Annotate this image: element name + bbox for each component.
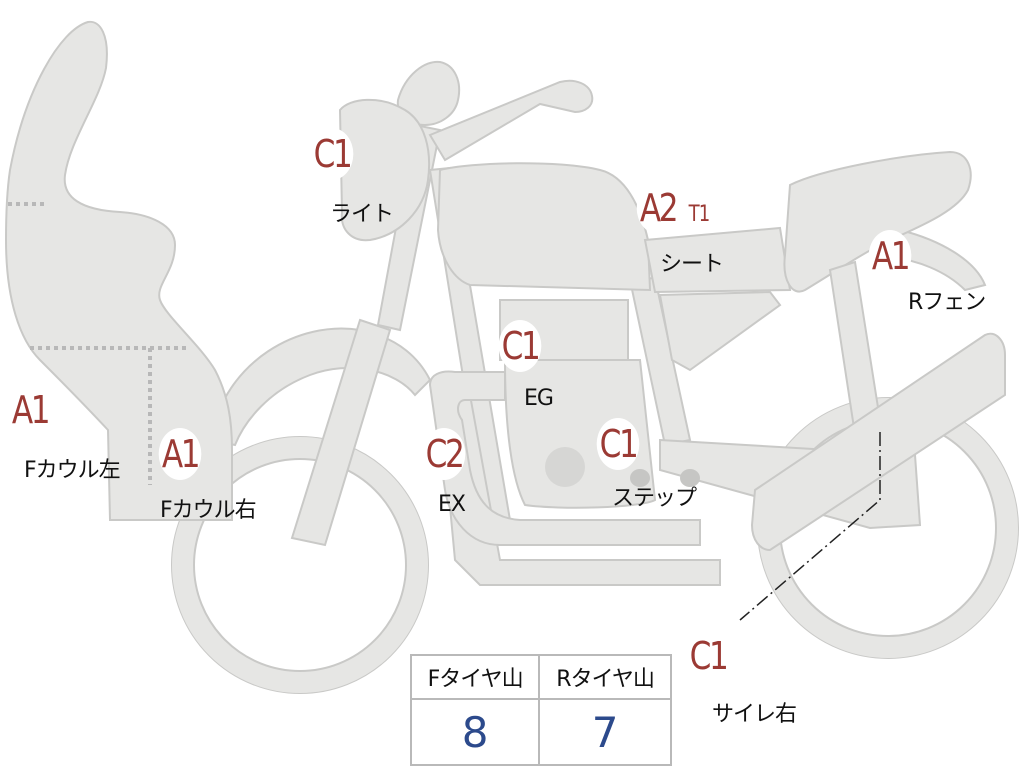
fuel-tank xyxy=(436,162,652,292)
handlebar xyxy=(428,79,594,162)
frame-lower-rail xyxy=(438,393,721,586)
silencer xyxy=(750,332,1006,552)
front-tire-value: 8 xyxy=(409,698,541,766)
exhaust-pipe xyxy=(428,370,701,546)
label-rear-fender: Rフェン xyxy=(908,290,986,315)
seat-base xyxy=(643,226,792,294)
rear-tire-header: Rタイヤ山 xyxy=(538,654,672,700)
engine-block xyxy=(503,359,657,509)
grade-silencer-right: C1 xyxy=(686,630,730,682)
side-cover xyxy=(658,290,782,372)
front-wheel xyxy=(171,436,429,694)
footpeg-rear xyxy=(680,469,700,487)
tire-tread-table: Fタイヤ山 Rタイヤ山 8 7 xyxy=(409,654,672,766)
label-front-cowl-right: Fカウル右 xyxy=(160,498,257,523)
subgrade-seat: T1 xyxy=(685,198,713,232)
grade-seat: A2 xyxy=(636,182,680,234)
grade-front-cowl-left: A1 xyxy=(8,384,52,436)
label-exhaust: EX xyxy=(438,492,466,517)
grade-rear-fender: A1 xyxy=(868,230,912,282)
front-fork xyxy=(290,318,392,547)
rear-tire-value: 7 xyxy=(538,698,672,766)
label-light: ライト xyxy=(330,202,394,227)
front-cowl xyxy=(4,20,233,521)
silencer-leader-line xyxy=(739,432,881,621)
grade-engine: C1 xyxy=(498,320,542,372)
label-front-cowl-left: Fカウル左 xyxy=(24,458,121,483)
front-tire-header: Fタイヤ山 xyxy=(409,654,541,700)
engine-cover xyxy=(545,447,585,487)
grade-exhaust: C2 xyxy=(422,428,466,480)
grade-light: C1 xyxy=(310,128,354,180)
grade-step: C1 xyxy=(596,418,640,470)
label-seat: シート xyxy=(660,252,724,277)
label-engine: EG xyxy=(524,386,554,411)
label-step: ステップ xyxy=(612,486,697,511)
grade-front-cowl-right: A1 xyxy=(158,428,202,480)
footpeg-front xyxy=(630,469,650,487)
front-fender xyxy=(208,327,432,447)
rear-fender xyxy=(893,228,987,292)
label-silencer-right: サイレ右 xyxy=(712,702,797,727)
seat-tail xyxy=(783,150,972,293)
headlight xyxy=(338,98,431,242)
